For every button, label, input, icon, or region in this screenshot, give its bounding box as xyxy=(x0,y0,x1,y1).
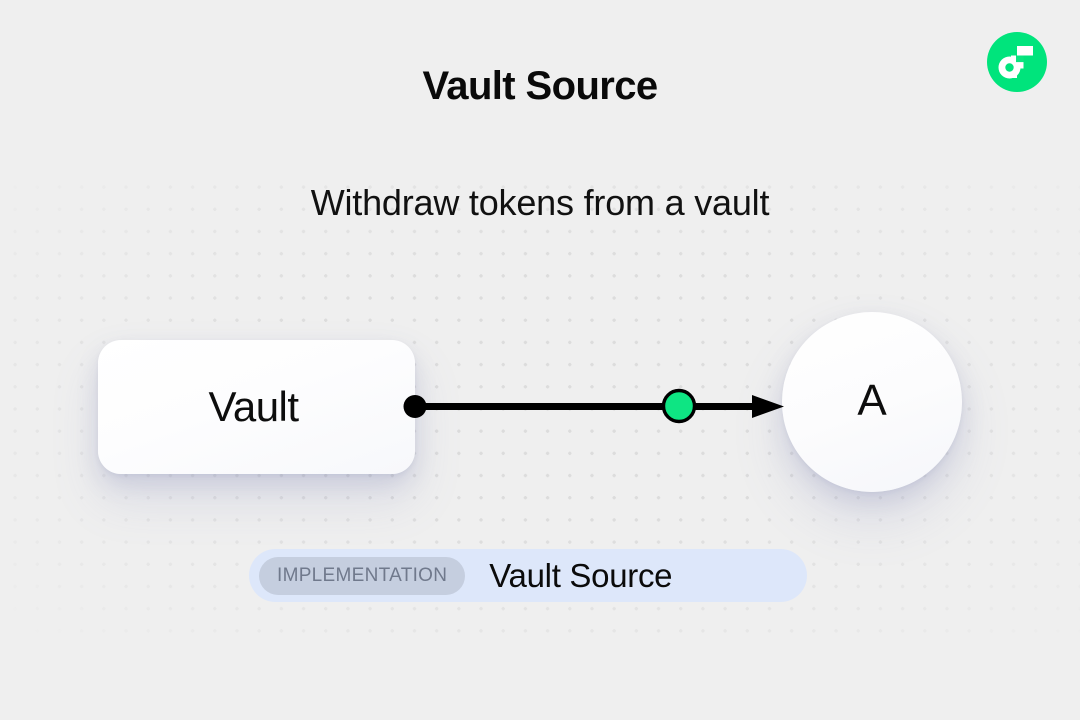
flow-node-a-label: A xyxy=(857,376,887,425)
implementation-name: Vault Source xyxy=(489,556,673,594)
flow-node-vault[interactable]: Vault xyxy=(98,340,415,474)
page-subtitle: Withdraw tokens from a vault xyxy=(310,182,770,223)
flow-edge-midpoint-handle xyxy=(661,388,697,424)
implementation-badge[interactable]: IMPLEMENTATION Vault Source xyxy=(249,549,807,602)
page-title: Vault Source xyxy=(422,64,658,108)
flow-edge-arrowhead xyxy=(752,395,784,418)
flow-node-vault-label: Vault xyxy=(208,383,299,430)
flow-node-a[interactable]: A xyxy=(782,312,962,492)
flow-f-logo-icon xyxy=(987,32,1047,92)
implementation-tag: IMPLEMENTATION xyxy=(259,556,466,595)
